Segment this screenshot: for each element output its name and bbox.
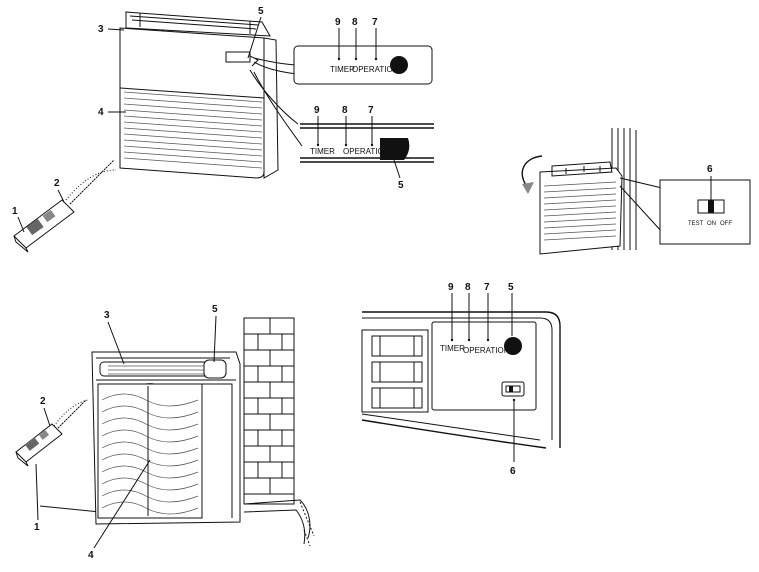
switch-off-label: OFF [720,221,732,227]
switch-test-label: TEST [688,221,704,227]
remote-signal-wave-lower [53,399,89,429]
label-6-closeup: 6 [510,466,516,477]
label-9-closeup: 9 [448,282,454,293]
receiver-window-callout2 [380,138,410,160]
label-3-upper: 3 [98,24,104,35]
panel-closeup: 9 8 7 5 TIMER OPERATION 6 [361,282,561,477]
callout-switch-panel: 6 TEST ON OFF [659,164,751,245]
operation-text-callout2: OPERATION [343,147,390,156]
floor-unit [39,351,241,525]
callout-display-panel-1: 9 8 7 TIMER OPERATION [253,17,433,85]
label-6-upper: 6 [707,164,713,175]
receiver-button-closeup [504,337,522,355]
timer-text-closeup: TIMER [440,344,465,353]
wall-unit-side [521,128,663,255]
label-2-upper: 2 [54,178,60,189]
console-display-window [225,51,251,63]
receiver-button-callout1 [390,56,408,74]
operation-text-callout1: OPERATION [352,65,399,74]
label-7-callout1: 7 [372,17,378,28]
label-7-callout2: 7 [368,105,374,116]
remote-signal-wave-upper [65,159,117,205]
timer-text-callout1: TIMER [330,65,355,74]
brick-wall [243,317,315,547]
label-5-upper: 5 [258,6,264,17]
label-9-callout2: 9 [314,105,320,116]
label-7-closeup: 7 [484,282,490,293]
label-9-callout1: 9 [335,17,341,28]
label-8-callout1: 8 [352,17,358,28]
label-5-lower: 5 [212,304,218,315]
floor-unit-grille [101,386,199,516]
label-8-closeup: 8 [465,282,471,293]
label-1-upper: 1 [12,206,18,217]
callout-display-panel-2: 9 8 7 TIMER OPERATION 5 [249,69,434,191]
label-8-callout2: 8 [342,105,348,116]
timer-text-callout2: TIMER [310,147,335,156]
label-2-lower: 2 [40,396,46,407]
remote-controller-lower [15,399,89,467]
console-unit [119,11,279,179]
label-5-callout2: 5 [398,180,404,191]
label-1-lower: 1 [34,522,40,533]
console-grille [123,91,263,169]
wall-unit-grille [543,181,617,241]
label-5-closeup: 5 [508,282,514,293]
operation-text-closeup: OPERATION [463,346,510,355]
remote-controller-upper [13,159,117,253]
label-4-lower: 4 [88,550,94,561]
switch-on-label: ON [707,221,716,227]
label-3-lower: 3 [104,310,110,321]
label-4-upper: 4 [98,107,104,118]
